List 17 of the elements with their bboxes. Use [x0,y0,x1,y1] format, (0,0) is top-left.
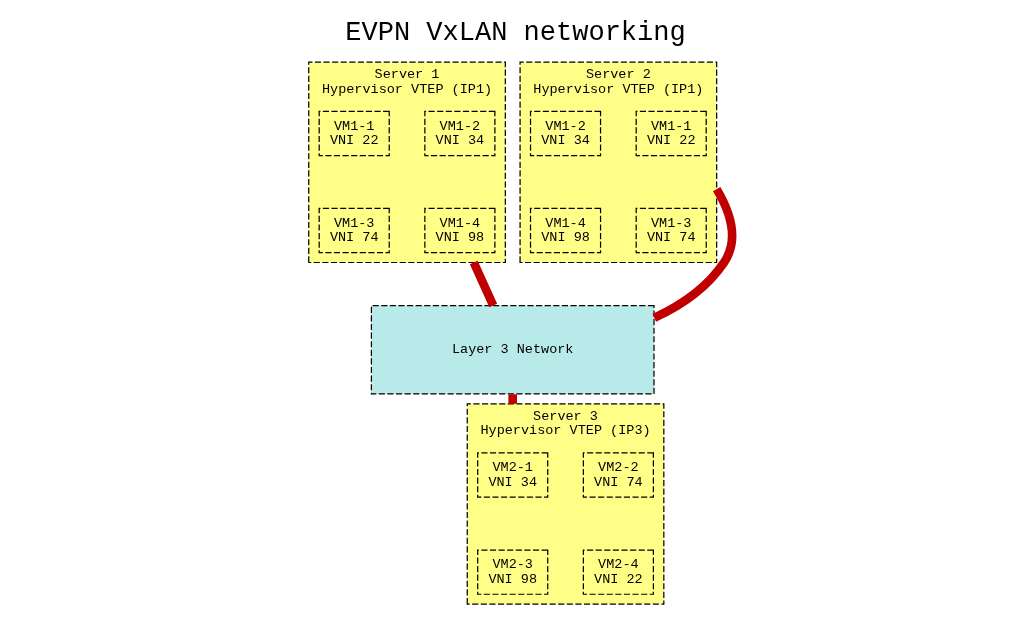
node-box: VM1-1 VNI 22 [635,110,707,157]
node-box: VM1-2 VNI 34 [529,110,601,157]
node-box: VM1-3 VNI 74 [318,207,390,254]
node-box: VM2-2 VNI 74 [582,452,654,498]
node-box: VM1-4 VNI 98 [423,207,495,254]
node-box: VM2-3 VNI 98 [476,549,548,595]
diagram-title: EVPN VxLAN networking [344,16,686,48]
connector [651,187,736,322]
connector [507,394,517,404]
node-box: Layer 3 Network [370,304,655,395]
node-box: VM2-4 VNI 22 [582,549,654,595]
node-box: VM1-1 VNI 22 [318,110,390,157]
node-box: VM1-3 VNI 74 [635,207,707,254]
connector [469,260,497,308]
node-box: VM1-4 VNI 98 [529,207,601,254]
node-box: VM1-2 VNI 34 [423,110,495,157]
node-box: VM2-1 VNI 34 [476,452,548,498]
